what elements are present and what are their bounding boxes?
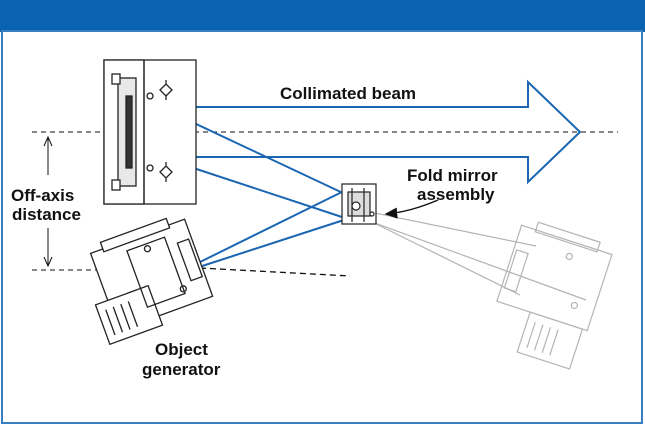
object-generator	[89, 217, 214, 346]
off-axis-label-line1: Off-axis	[11, 186, 74, 205]
header-bar	[0, 0, 645, 32]
object-generator-label-line2: generator	[142, 360, 221, 379]
fold-mirror-assembly	[341, 183, 377, 225]
generator-axis-extension	[199, 267, 351, 277]
collimated-beam-label: Collimated beam	[280, 84, 416, 103]
off-axis-label-line2: distance	[12, 205, 81, 224]
collimated-beam-arrow	[160, 79, 582, 185]
object-generator-label-line1: Object	[155, 340, 208, 359]
fold-mirror-label-line1: Fold mirror	[407, 166, 498, 185]
panel-border	[1, 30, 643, 424]
ghost-object-generator	[359, 209, 613, 370]
collimator-assembly	[103, 59, 197, 205]
off-axis-dimension	[43, 135, 53, 268]
fold-mirror-callout	[384, 199, 439, 219]
fold-mirror-label-line2: assembly	[417, 185, 495, 204]
